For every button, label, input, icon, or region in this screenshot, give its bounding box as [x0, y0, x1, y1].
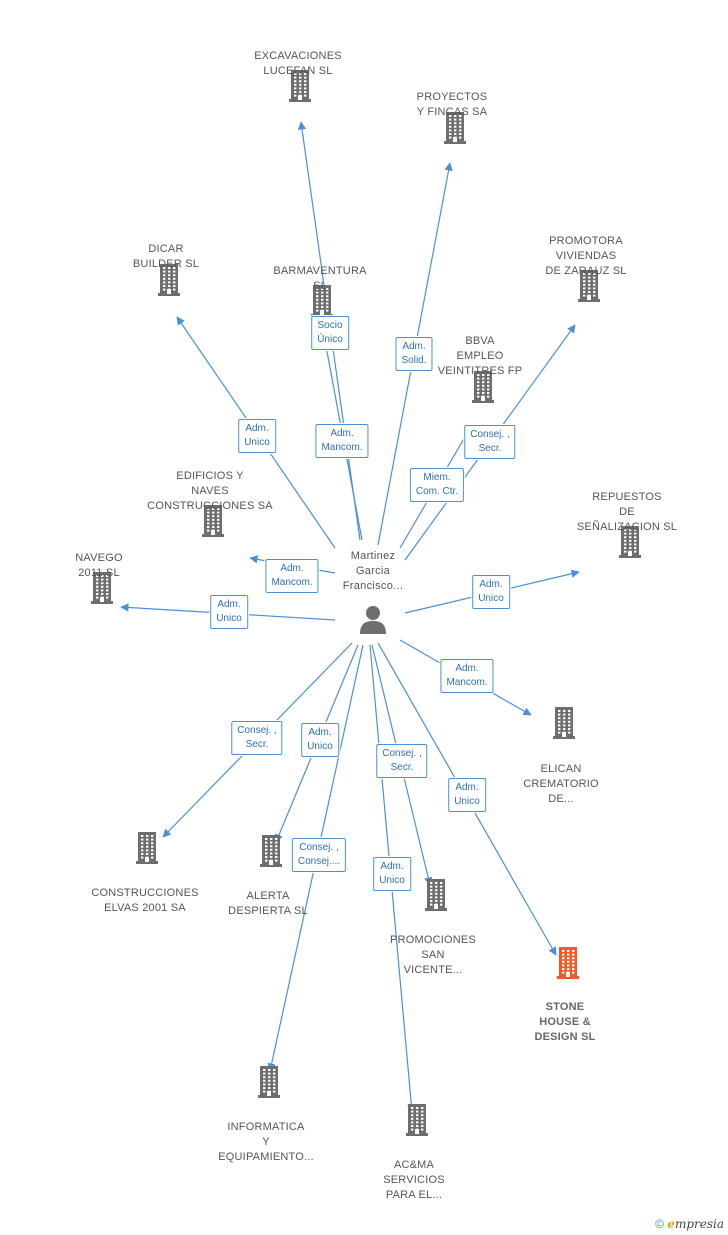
company-label-construcciones[interactable]: CONSTRUCCIONES ELVAS 2001 SA — [91, 887, 199, 914]
edge-label-elican[interactable]: Adm. Mancom. — [440, 659, 494, 693]
building-icon[interactable] — [202, 503, 224, 537]
building-icon[interactable] — [406, 1102, 428, 1136]
company-label-edificios[interactable]: EDIFICIOS Y NAVES CONSTRUCCIONES SA — [147, 470, 273, 512]
company-label-navego[interactable]: NAVEGO 2011 SL — [75, 552, 123, 579]
edge-label-promotora[interactable]: Consej. , Secr. — [464, 425, 516, 459]
center-person-label[interactable]: Martinez Garcia Francisco... — [342, 550, 404, 592]
company-label-barmaventura[interactable]: BARMAVENTURA SL — [273, 265, 367, 292]
edge-label-stone[interactable]: Adm. Unico — [448, 778, 486, 812]
edge-label-construcciones[interactable]: Consej. , Secr. — [231, 721, 283, 755]
company-label-bbva[interactable]: BBVA EMPLEO VEINTITRES FP — [437, 335, 523, 377]
empresia-logo: empresia — [667, 1217, 724, 1231]
edge-label-promociones[interactable]: Consej. , Secr. — [376, 744, 428, 778]
company-label-acma[interactable]: AC&MA SERVICIOS PARA EL... — [383, 1159, 445, 1201]
edge-label-alerta[interactable]: Adm. Unico — [301, 723, 339, 757]
edge-label-barmaventura[interactable]: Socio Único — [311, 316, 349, 350]
company-label-promotora[interactable]: PROMOTORA VIVIENDAS DE ZARAUZ SL — [545, 235, 627, 277]
company-label-stone[interactable]: STONE HOUSE & DESIGN SL — [534, 1001, 596, 1043]
building-icon[interactable] — [444, 110, 466, 144]
company-label-promociones[interactable]: PROMOCIONES SAN VICENTE... — [390, 934, 476, 976]
copyright-icon: © — [655, 1217, 664, 1231]
footer-brand: © empresia — [655, 1217, 724, 1231]
edge-label-repuestos[interactable]: Adm. Unico — [472, 575, 510, 609]
company-label-repuestos[interactable]: REPUESTOS DE SEÑALIZACION SL — [576, 491, 678, 533]
company-label-excavaciones[interactable]: EXCAVACIONES LUCEFAN SL — [254, 50, 342, 77]
edge-label-dicar[interactable]: Adm. Unico — [238, 419, 276, 453]
company-label-elican[interactable]: ELICAN CREMATORIO DE... — [523, 763, 599, 805]
building-icon[interactable] — [260, 833, 282, 867]
company-label-proyectos[interactable]: PROYECTOS Y FINCAS SA — [416, 91, 488, 118]
edge-label-edificios[interactable]: Adm. Mancom. — [265, 559, 319, 593]
building-icon[interactable] — [553, 705, 575, 739]
company-label-dicar[interactable]: DICAR BUILDER SL — [132, 243, 200, 270]
edge-label-bbva[interactable]: Miem. Com. Ctr. — [409, 468, 465, 502]
edge-label-excavaciones[interactable]: Adm. Mancom. — [315, 424, 369, 458]
company-label-alerta[interactable]: ALERTA DESPIERTA SL — [228, 890, 308, 917]
building-icon[interactable] — [91, 570, 113, 604]
building-icon[interactable] — [311, 283, 333, 317]
building-icon[interactable] — [289, 68, 311, 102]
building-icon[interactable] — [425, 877, 447, 911]
edge-label-proyectos[interactable]: Adm. Solid. — [395, 337, 433, 371]
person-icon[interactable] — [359, 604, 387, 634]
edge-label-navego[interactable]: Adm. Unico — [210, 595, 248, 629]
building-icon[interactable] — [258, 1064, 280, 1098]
building-icon[interactable] — [578, 268, 600, 302]
building-icon[interactable] — [619, 524, 641, 558]
edge-label-informatica[interactable]: Consej. , Consej.... — [291, 838, 347, 872]
building-icon[interactable] — [158, 262, 180, 296]
edge-label-acma[interactable]: Adm. Unico — [373, 857, 411, 891]
building-icon[interactable] — [557, 945, 579, 979]
building-icon[interactable] — [136, 830, 158, 864]
company-label-informatica[interactable]: INFORMATICA Y EQUIPAMIENTO... — [218, 1121, 314, 1163]
building-icon[interactable] — [472, 369, 494, 403]
